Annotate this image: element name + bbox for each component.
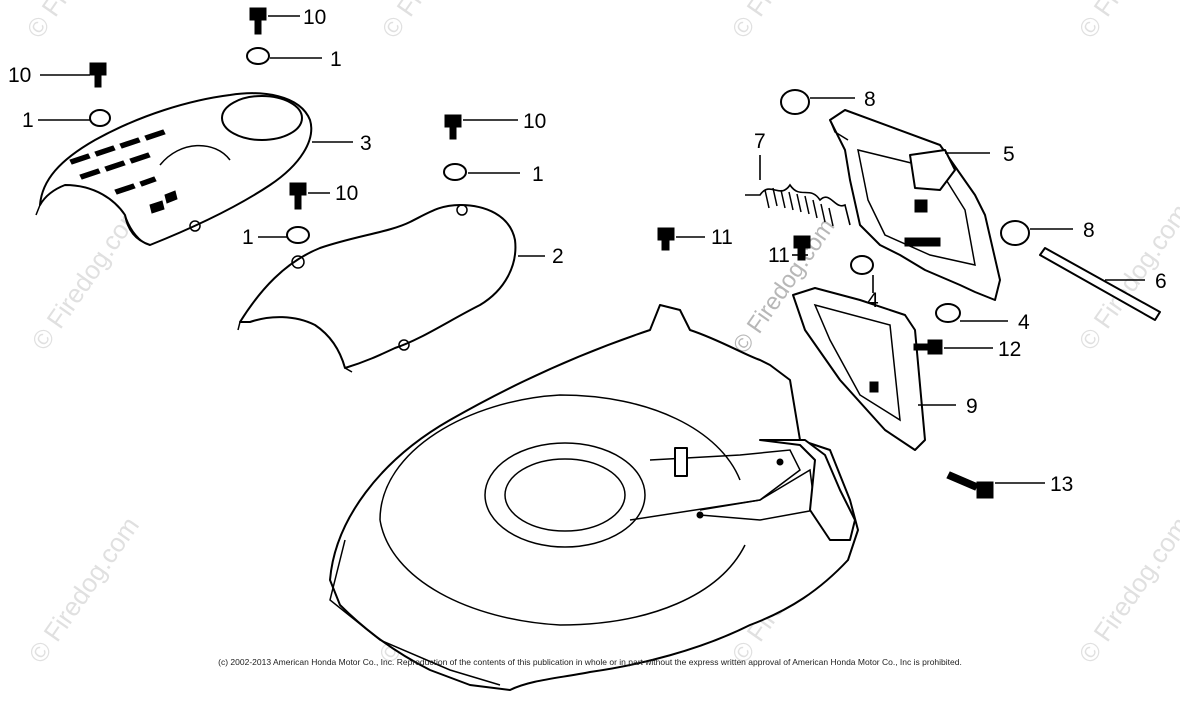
- callout-11: 11: [768, 244, 790, 267]
- callout-10: 10: [335, 182, 358, 205]
- watermark: © Firedog.com: [1072, 0, 1180, 43]
- callout-12: 12: [998, 338, 1021, 361]
- part-9-lever: [792, 287, 926, 451]
- callout-11: 11: [711, 226, 733, 249]
- callout-8: 8: [864, 88, 876, 111]
- part-5-plate: [829, 109, 1001, 301]
- callout-10: 10: [303, 6, 326, 29]
- part-4-knob: [850, 255, 961, 323]
- fasteners: [89, 7, 994, 499]
- callout-5: 5: [1003, 143, 1015, 166]
- watermark: © Firedog.com: [22, 511, 145, 668]
- leader-lines: [38, 15, 1145, 484]
- callout-13: 13: [1050, 473, 1073, 496]
- callout-3: 3: [360, 132, 372, 155]
- callout-labels: 10 1 10 1 3 10 1 10 1 2 11 11 7 8 5 8 6 …: [8, 6, 1167, 496]
- callout-9: 9: [966, 395, 978, 418]
- part-6-rod: [1039, 247, 1161, 321]
- watermark: © Firedog.com: [20, 0, 143, 43]
- callout-4: 4: [1018, 311, 1030, 334]
- watermark: © Firedog.com: [375, 0, 498, 43]
- part-8-bushing: [780, 89, 1030, 246]
- callout-6: 6: [1155, 270, 1167, 293]
- callout-8: 8: [1083, 219, 1095, 242]
- callout-10: 10: [8, 64, 31, 87]
- part-2-cover: [237, 204, 517, 373]
- part-3-cover: [35, 92, 313, 246]
- callout-1: 1: [532, 163, 544, 186]
- callout-1: 1: [242, 226, 254, 249]
- callout-4: 4: [867, 289, 879, 312]
- watermark: © Firedog.com: [1072, 511, 1180, 668]
- copyright-notice: (c) 2002-2013 American Honda Motor Co., …: [218, 657, 962, 667]
- callout-10: 10: [523, 110, 546, 133]
- watermark: © Firedog.com: [725, 0, 848, 43]
- callout-1: 1: [330, 48, 342, 71]
- callout-1: 1: [22, 109, 34, 132]
- mower-deck: [329, 304, 859, 691]
- callout-2: 2: [552, 245, 564, 268]
- callout-7: 7: [754, 130, 766, 153]
- part-7-spring: [745, 183, 851, 227]
